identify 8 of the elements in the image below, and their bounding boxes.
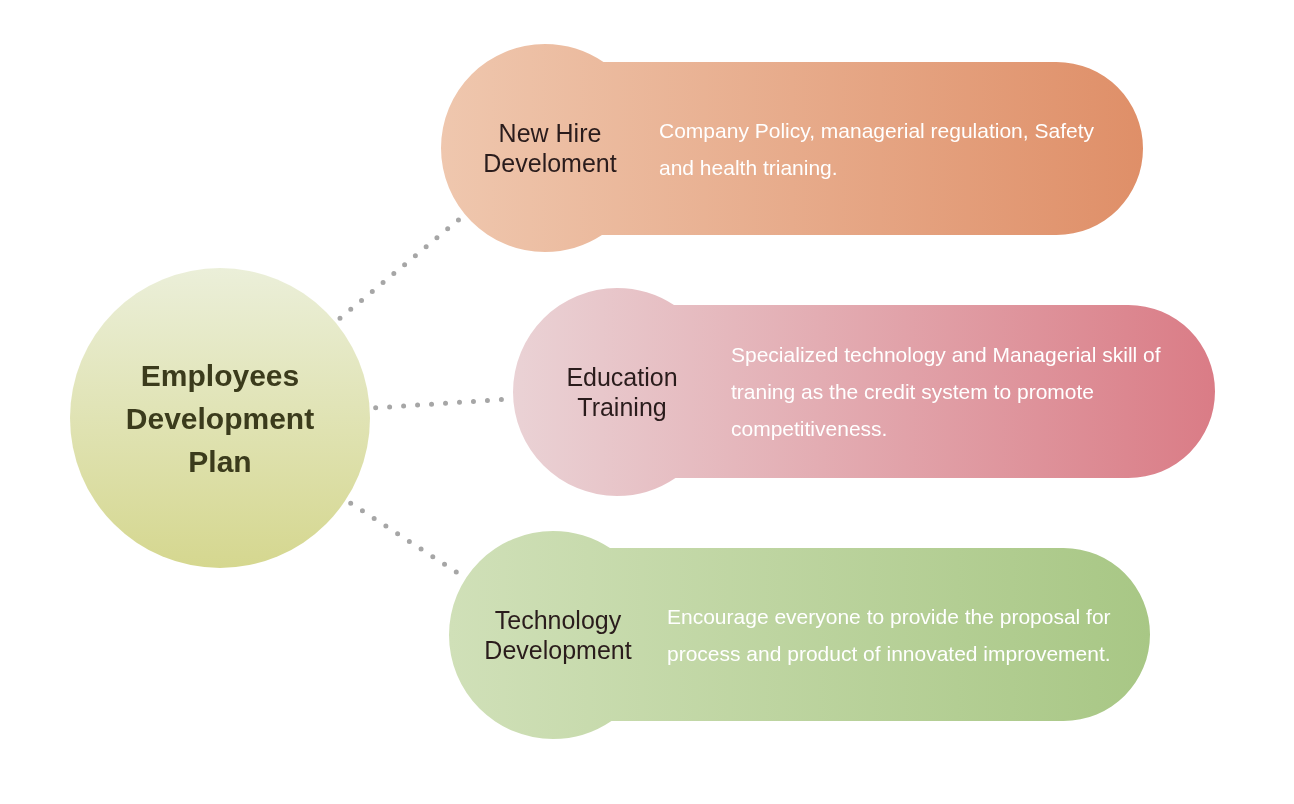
node-description: Specialized technology and Managerial skill of traning as the credit system to promote competitiveness. [731,342,1162,442]
central-topic: Employees Development Plan [124,357,316,480]
node-description: Encourage everyone to provide the proposal for process and product of innovated improvement. [667,603,1112,667]
node-heading: New Hire Develoment [482,118,618,178]
node-description: Company Policy, managerial regulation, Safety and health trianing. [659,117,1095,181]
dotted-connector [337,215,463,321]
node-heading: Technology Development [483,605,633,665]
node-heading: Education Training [565,362,679,422]
